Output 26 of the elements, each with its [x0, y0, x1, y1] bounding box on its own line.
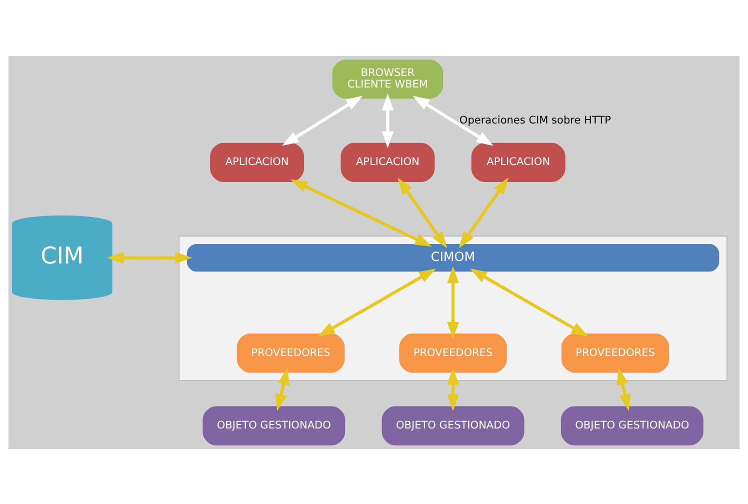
- arrow: [616, 367, 631, 411]
- arrow: [458, 177, 508, 248]
- node-box: BROWSER CLIENTE WBEM: [332, 59, 444, 98]
- node-box: PROVEEDORES: [399, 333, 507, 372]
- node-box: APLICACION: [210, 142, 304, 182]
- node-box: OBJETO GESTIONADO: [202, 406, 346, 445]
- arrow: [412, 95, 494, 146]
- node-box: OBJETO GESTIONADO: [560, 406, 704, 445]
- arrow: [382, 92, 394, 148]
- cluster: [178, 235, 728, 381]
- arrow: [275, 367, 290, 411]
- arrow: [318, 268, 436, 336]
- node-box: APLICACION: [340, 142, 435, 182]
- node-box: CIMOM: [186, 243, 720, 272]
- arrow: [398, 177, 448, 248]
- node-box: PROVEEDORES: [236, 333, 345, 372]
- arrow: [470, 268, 588, 336]
- arrow: [290, 178, 432, 246]
- arrow: [282, 95, 363, 146]
- node-box: PROVEEDORES: [561, 333, 670, 372]
- edge-label: Operaciones CIM sobre HTTP: [459, 114, 611, 126]
- arrow: [447, 367, 459, 411]
- node-box: APLICACION: [471, 142, 566, 182]
- node-box: OBJETO GESTIONADO: [382, 406, 524, 445]
- arrow: [106, 251, 192, 264]
- arrow: [447, 266, 459, 338]
